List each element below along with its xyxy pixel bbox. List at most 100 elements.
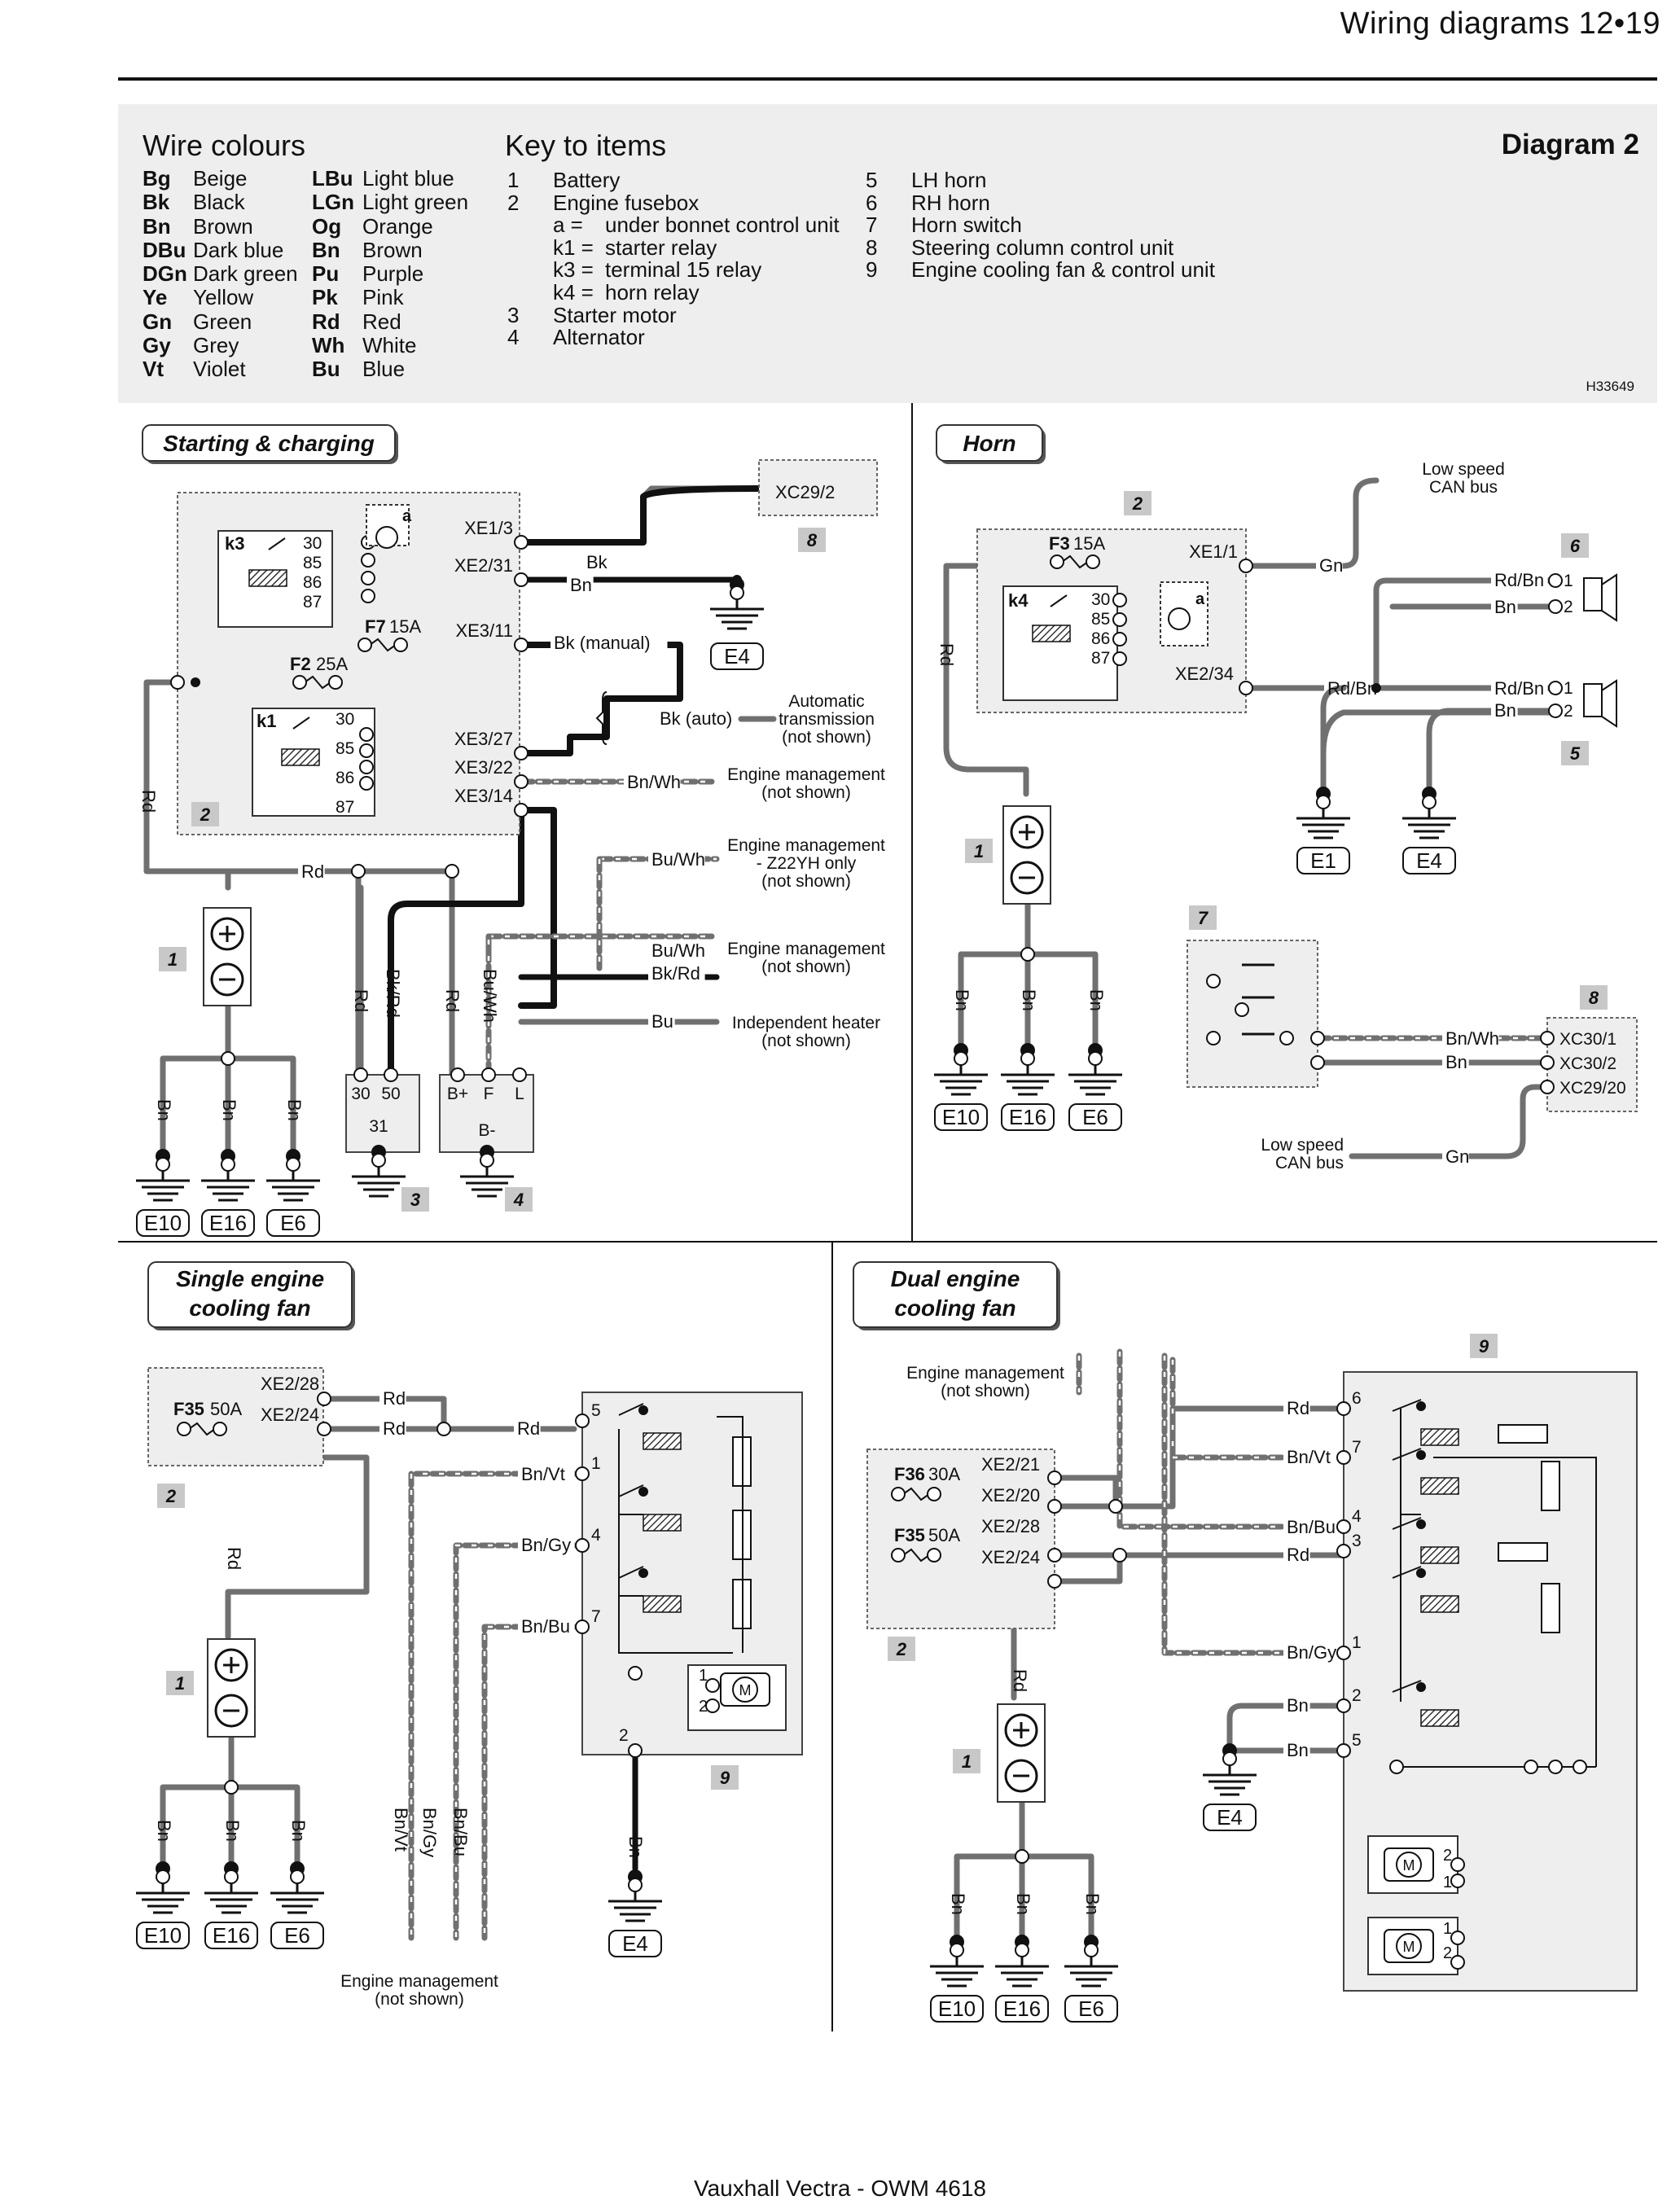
connector-terminal (1112, 612, 1127, 627)
connector-terminal (628, 1666, 643, 1681)
junction-dot (1416, 1568, 1426, 1578)
wire (518, 642, 683, 756)
item-number: 2 (165, 1486, 177, 1506)
connector-terminal (353, 1067, 368, 1082)
horn-cone-icon (1601, 573, 1617, 622)
resistor-icon (1498, 1542, 1548, 1562)
relay-switch-icon (1392, 1566, 1422, 1579)
relay-coil-icon (1420, 1709, 1459, 1727)
fuse-icon (369, 638, 397, 652)
connector-label: XE2/31 (454, 555, 513, 576)
key-item-text: Engine fusebox (553, 190, 700, 215)
header-rule (118, 77, 1657, 81)
key-item-number: 5 (866, 168, 878, 192)
ground-label: E6 (1078, 1996, 1104, 2021)
ground-label-box (1001, 1103, 1055, 1131)
diagram-label: Rd (442, 989, 463, 1012)
diagram-label: Rd (1010, 1669, 1030, 1692)
relay-coil-icon (281, 748, 320, 766)
connector-terminal (1112, 593, 1127, 607)
ground-label-box (201, 1209, 255, 1237)
key-item-text: horn relay (605, 279, 700, 305)
key-item-row: 1 Battery (507, 169, 840, 192)
connector-terminal (359, 743, 374, 758)
wire-stripe (483, 1625, 574, 1938)
wire (1349, 1084, 1551, 1159)
diagram-label: Automatic (788, 692, 864, 711)
diagram-label: Bn (284, 1099, 305, 1121)
ground-label-box (930, 1995, 984, 2023)
plus-icon (1013, 1722, 1029, 1738)
fuse-icon (1061, 554, 1089, 569)
label-bg (518, 1616, 575, 1637)
horn-icon (1583, 683, 1603, 717)
connector-terminal (1336, 1401, 1351, 1416)
diagram-label: Rd (138, 790, 159, 813)
connector-terminal (705, 1698, 720, 1713)
diagram-label: F3 (1049, 533, 1070, 554)
plus-icon (1019, 824, 1035, 840)
connector-terminal (1235, 1002, 1249, 1017)
label-bg (1442, 1146, 1469, 1168)
item-number: 3 (410, 1190, 420, 1210)
ground-label-box (995, 1995, 1049, 2023)
label-bg (1283, 1695, 1310, 1716)
junction-dot (191, 677, 200, 687)
diagram-label: Bn (1287, 1740, 1309, 1760)
key-item-text: Horn switch (911, 213, 1022, 238)
label-bg (648, 940, 705, 962)
relay-coil-icon (1420, 1477, 1459, 1495)
key-item-number: 1 (507, 168, 520, 192)
connector-terminal (177, 1422, 191, 1436)
item-number-badge (965, 839, 993, 863)
key-item-row: k1 =starter relay (507, 236, 840, 260)
item-number-badge (1580, 985, 1608, 1010)
wire-colour-name: Pink (362, 285, 404, 310)
wire-colours-heading: Wire colours (143, 129, 306, 162)
item-number-badge (711, 1765, 739, 1790)
item-number-badge (888, 1637, 915, 1661)
diagram-label: XE2/28 (261, 1374, 319, 1394)
wire (958, 901, 1031, 1054)
connector-terminal (170, 675, 185, 690)
wire (1019, 1853, 1094, 1945)
ground-label-box (1064, 1995, 1118, 2023)
key-item-row: k3 =terminal 15 relay (507, 259, 840, 282)
diagram-label: a (1195, 590, 1205, 608)
ground-label: E16 (1003, 1996, 1041, 2021)
steering-control-unit (758, 459, 878, 516)
connector-terminal (1239, 681, 1253, 695)
diagram-label: 87 (1091, 649, 1110, 668)
item-number: 4 (513, 1190, 524, 1210)
key-item-number: 8 (866, 234, 878, 260)
connector-terminal (221, 1157, 235, 1172)
connector-terminal (891, 1487, 906, 1501)
diagram-label: Bn/Bu (1287, 1517, 1336, 1537)
wire-colour-name: Light blue (362, 166, 454, 191)
relay-switch-icon (1392, 1448, 1422, 1461)
item-number: 8 (807, 530, 818, 550)
ground-label: E4 (1217, 1805, 1243, 1830)
key-to-items-heading: Key to items (505, 129, 667, 162)
connector-terminal (361, 589, 375, 603)
relay-coil-icon (1420, 1595, 1459, 1613)
connector-terminal (628, 1878, 643, 1892)
label-bg (298, 861, 325, 883)
ground-label-box (710, 642, 764, 670)
diagram-label: 5 (1352, 1731, 1362, 1750)
diagram-label: Bu (651, 1011, 673, 1032)
connector-terminal (359, 760, 374, 774)
item-number: 9 (720, 1768, 730, 1788)
item-number-badge (166, 1671, 194, 1695)
label-bg (1442, 1028, 1499, 1050)
diagram-label: Bn (219, 1099, 239, 1121)
key-item-text: Battery (553, 168, 621, 192)
connector-terminal (361, 571, 375, 585)
